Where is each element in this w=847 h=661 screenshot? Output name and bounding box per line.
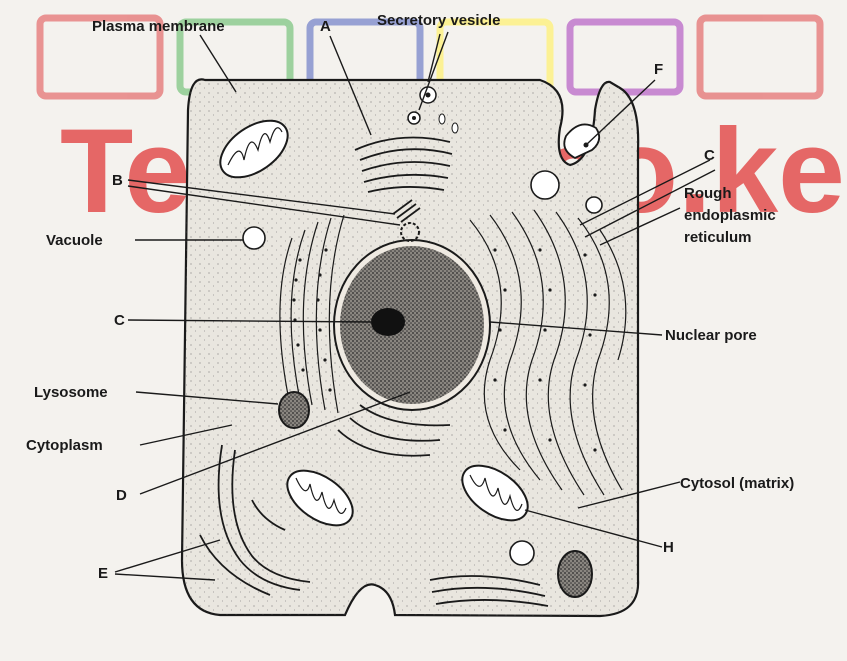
vacuole <box>243 227 265 249</box>
label-rough-er-1: Rough <box>684 185 731 202</box>
lysosome <box>279 392 309 428</box>
label-f: F <box>654 61 663 78</box>
vacuole-bottom <box>510 541 534 565</box>
label-b: B <box>112 172 123 189</box>
label-lysosome: Lysosome <box>34 384 108 401</box>
label-c-left: C <box>114 312 125 329</box>
label-c-top: C <box>704 147 715 164</box>
label-cytoplasm: Cytoplasm <box>26 437 103 454</box>
nucleus <box>340 246 484 404</box>
label-e: E <box>98 565 108 582</box>
nucleolus <box>371 308 405 336</box>
label-nuclear-pore: Nuclear pore <box>665 327 757 344</box>
label-h: H <box>663 539 674 556</box>
label-rough-er-2: endoplasmic <box>684 207 776 224</box>
label-d: D <box>116 487 127 504</box>
label-a: A <box>320 18 331 35</box>
label-plasma-membrane: Plasma membrane <box>92 18 225 35</box>
label-secretory-vesicle: Secretory vesicle <box>377 12 500 29</box>
label-rough-er-3: reticulum <box>684 229 752 246</box>
lysosome-bottom-right <box>558 551 592 597</box>
vacuole-top-right <box>531 171 559 199</box>
label-cytosol: Cytosol (matrix) <box>680 475 794 492</box>
vacuole-small-right <box>586 197 602 213</box>
label-vacuole: Vacuole <box>46 232 103 249</box>
